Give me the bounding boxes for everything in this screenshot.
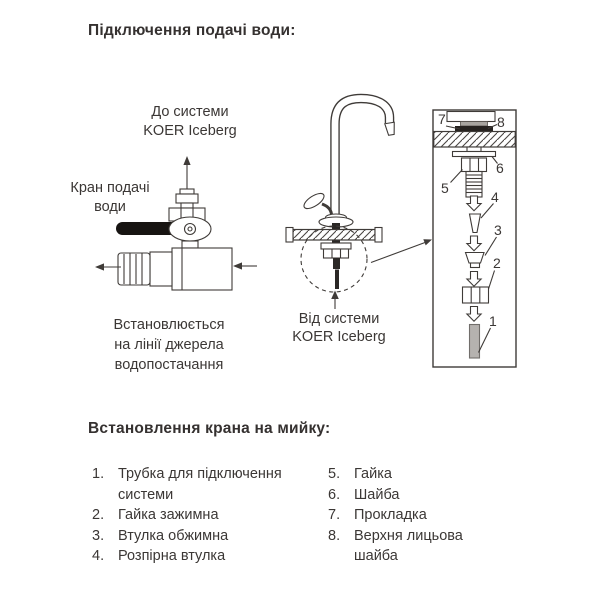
down-arrow-icon <box>465 235 483 252</box>
faucet-diagram <box>285 93 432 309</box>
down-arrow-icon <box>465 195 483 212</box>
to-system-arrow-icon <box>183 156 191 190</box>
part-number-label: 5 <box>441 180 449 196</box>
flow-out-arrow-icon <box>95 263 121 271</box>
valve-caption: Встановлюється на лінії джерела водопост… <box>113 317 225 373</box>
label-from-system: Від системи KOER Iceberg <box>292 311 386 345</box>
list-item: 6. Шайба <box>328 485 528 506</box>
list-item: 1. Трубка для підключення системи <box>92 464 307 505</box>
item-number: 3. <box>92 527 105 544</box>
part-number-label: 6 <box>496 160 504 176</box>
item-text: Гайка зажимна <box>118 507 219 523</box>
parts-list-right: 5. Гайка 6. Шайба 7. Прокладка 8. Верхня… <box>328 464 528 567</box>
part-number-label: 2 <box>493 255 501 271</box>
valve-handle <box>116 222 180 235</box>
sink-surface <box>285 226 383 243</box>
flow-in-arrow-icon <box>233 262 257 270</box>
list-item: 7. Прокладка <box>328 505 528 526</box>
item-number: 4. <box>92 548 105 564</box>
list-item: 2. Гайка зажимна <box>92 505 307 526</box>
from-system-arrow-icon <box>331 290 339 309</box>
part-number-label: 3 <box>494 222 502 238</box>
label-supply-tap: Кран подачі води <box>70 180 150 215</box>
valve-diagram <box>95 156 257 291</box>
item-number: 7. <box>328 507 341 523</box>
faucet-spout <box>330 93 395 219</box>
item-number: 6. <box>328 486 341 503</box>
panel-pointer-arrow-icon <box>370 239 432 264</box>
item-number: 1. <box>92 466 105 482</box>
part-number-label: 4 <box>491 189 499 205</box>
top-section-title: Підключення подачі води: <box>88 22 296 39</box>
item-text: Втулка обжимна <box>118 527 229 544</box>
list-item: 8. Верхня лицьова шайба <box>328 526 528 567</box>
part-number-label: 7 <box>438 111 446 127</box>
item-number: 5. <box>328 466 341 482</box>
item-number: 8. <box>328 527 341 544</box>
parts-list-left: 1. Трубка для підключення системи 2. Гай… <box>92 464 307 567</box>
down-arrow-icon <box>465 270 483 287</box>
item-text: Трубка для підключення системи <box>118 466 282 503</box>
item-text: Розпірна втулка <box>118 548 226 564</box>
part-number-label: 1 <box>489 313 497 329</box>
down-arrow-icon <box>465 305 483 322</box>
item-text: Прокладка <box>354 507 427 523</box>
item-text: Гайка <box>354 466 392 482</box>
item-text: Шайба <box>354 486 400 503</box>
faucet-handle <box>303 192 333 216</box>
part-number-label: 8 <box>497 114 505 130</box>
list-item: 5. Гайка <box>328 464 528 485</box>
parts-panel-diagram: 7 8 6 5 4 3 2 1 <box>432 109 517 368</box>
item-text: Верхня лицьова шайба <box>354 527 463 565</box>
list-item: 4. Розпірна втулка <box>92 546 307 567</box>
label-to-system: До системи KOER Iceberg <box>143 104 237 139</box>
dashed-highlight-circle <box>300 225 368 293</box>
bottom-section-title: Встановлення крана на мийку: <box>88 420 331 437</box>
item-number: 2. <box>92 507 105 523</box>
list-item: 3. Втулка обжимна <box>92 526 307 547</box>
